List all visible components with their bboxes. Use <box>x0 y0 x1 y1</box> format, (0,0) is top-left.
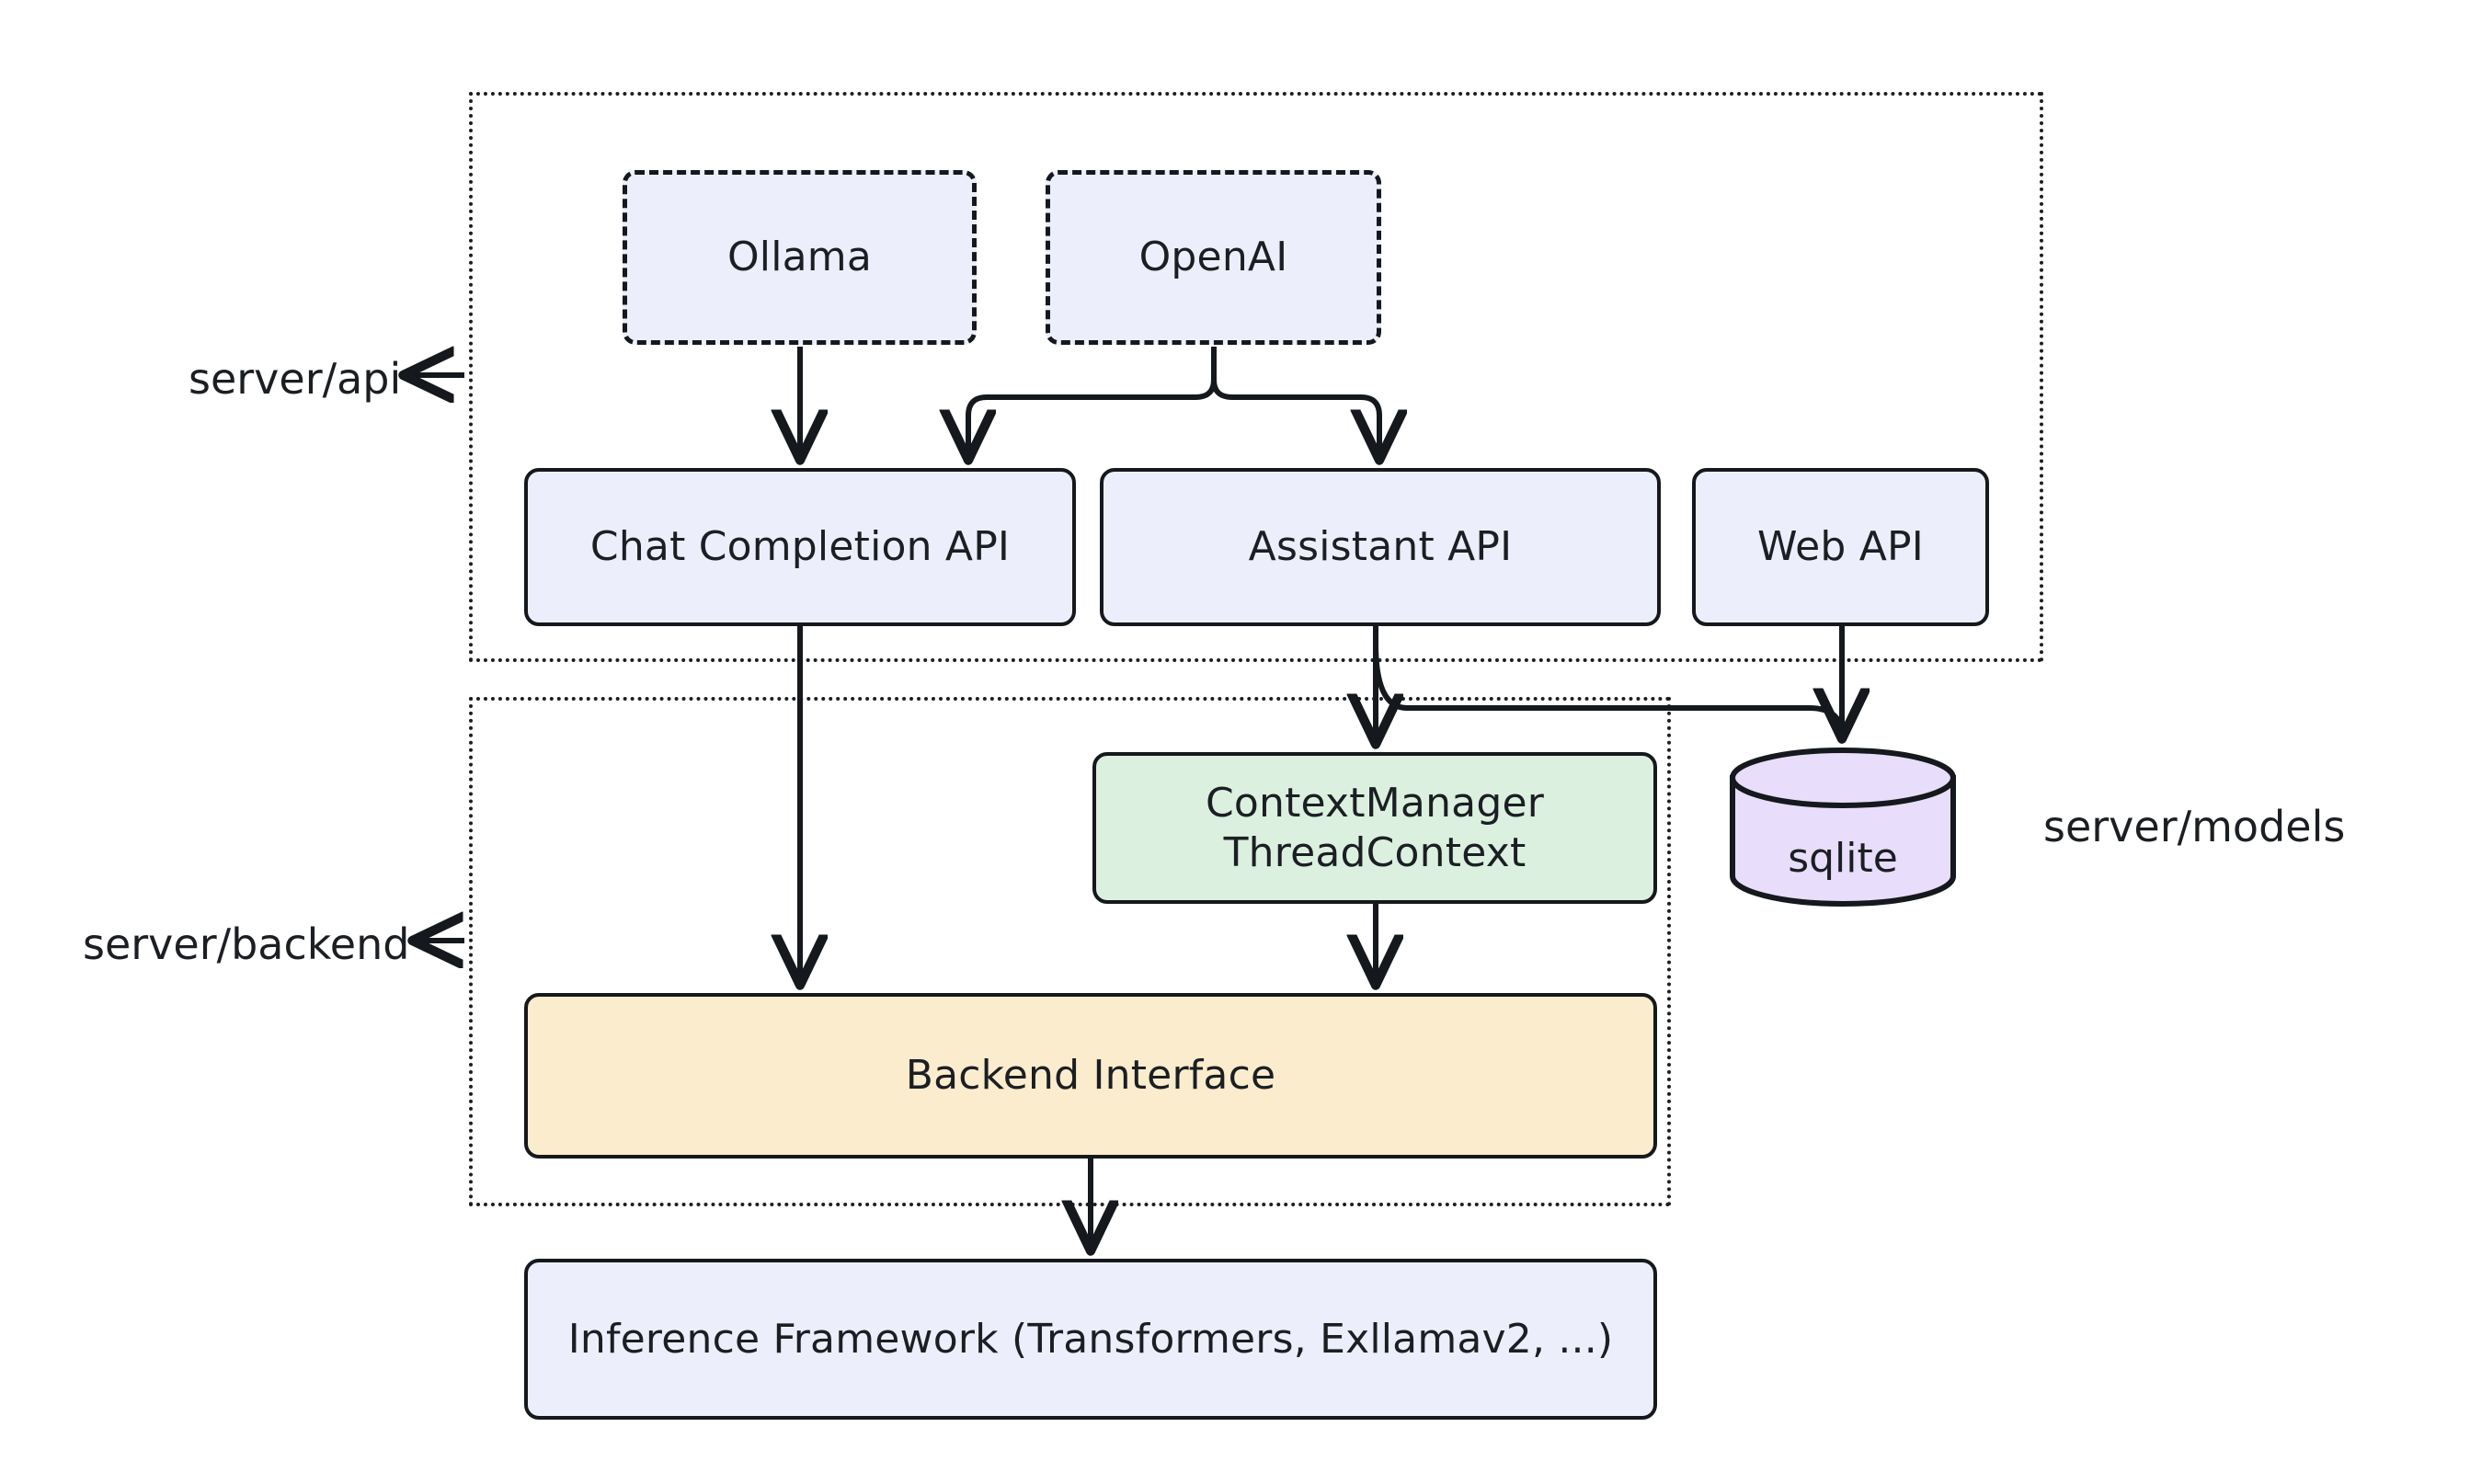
label-server-models: server/models <box>2043 802 2345 851</box>
label-server-api: server/api <box>189 354 401 404</box>
node-openai-label: OpenAI <box>1138 234 1288 281</box>
label-server-models-text: server/models <box>2043 802 2346 851</box>
node-backend-interface-label: Backend Interface <box>905 1052 1276 1100</box>
cylinder-shape <box>1730 748 1956 907</box>
node-assistant-api-label: Assistant API <box>1248 523 1513 571</box>
node-web-api[interactable]: Web API <box>1692 468 1989 626</box>
node-openai[interactable]: OpenAI <box>1046 170 1381 345</box>
label-server-backend: server/backend <box>83 919 409 969</box>
node-ollama[interactable]: Ollama <box>623 170 977 345</box>
node-web-api-label: Web API <box>1757 523 1924 571</box>
node-chat-completion-api[interactable]: Chat Completion API <box>524 468 1076 626</box>
node-chat-completion-api-label: Chat Completion API <box>589 523 1011 571</box>
group-server-api <box>469 92 2043 662</box>
node-backend-interface[interactable]: Backend Interface <box>524 993 1657 1159</box>
label-server-backend-text: server/backend <box>83 919 410 969</box>
node-context-manager[interactable]: ContextManager ThreadContext <box>1092 752 1657 904</box>
node-ollama-label: Ollama <box>726 234 873 281</box>
node-context-manager-label-line2: ThreadContext <box>1223 828 1527 876</box>
node-inference-framework-label: Inference Framework (Transformers, Exlla… <box>567 1315 1614 1363</box>
node-assistant-api[interactable]: Assistant API <box>1100 468 1661 626</box>
node-inference-framework[interactable]: Inference Framework (Transformers, Exlla… <box>524 1259 1657 1420</box>
node-context-manager-label-line1: ContextManager <box>1205 779 1545 827</box>
node-sqlite[interactable]: sqlite <box>1727 747 1959 908</box>
label-server-api-text: server/api <box>189 354 402 404</box>
